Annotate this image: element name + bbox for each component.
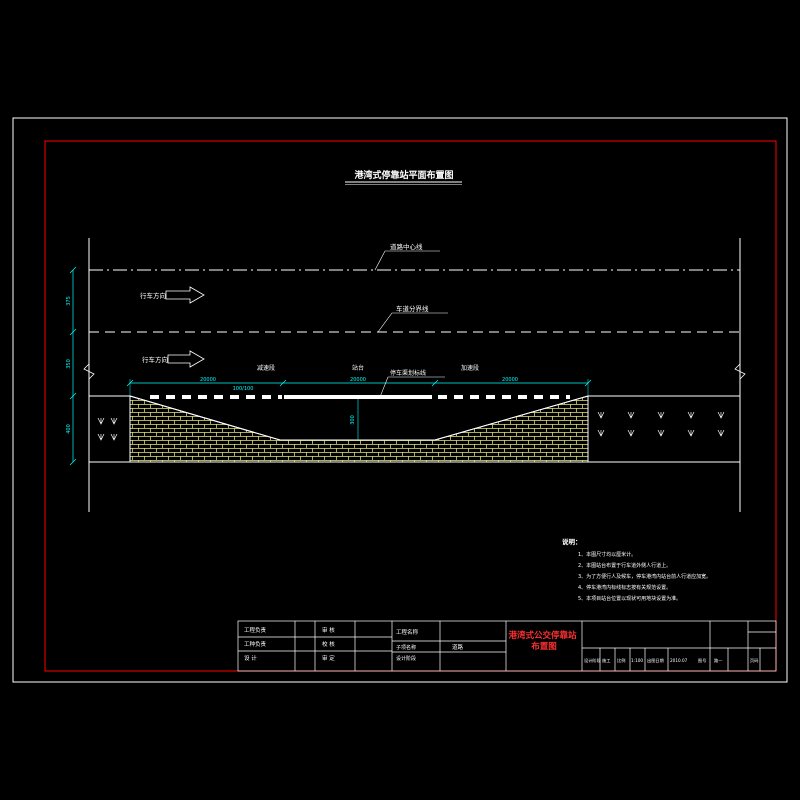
dash-spacing-dim: 100/100: [233, 386, 254, 392]
diagonal-right: [434, 395, 589, 441]
tb-designer: 设 计: [244, 654, 257, 662]
tb-date-key: 出图日期: [647, 657, 664, 664]
tb-date-val: 2010.07: [670, 658, 688, 663]
stop-line-leader: [379, 376, 445, 398]
tb-engineer-in-charge: 工程负责: [244, 626, 267, 634]
note-item: 5、本项目站台位置以现状可用地块设置为准。: [578, 595, 681, 602]
vdim-label-400: 400: [66, 424, 72, 434]
title-block: [237, 620, 777, 672]
grass-symbols-right: [597, 411, 725, 437]
tb-project-name-label: 工程名称: [396, 628, 419, 636]
notes-heading: 说明：: [562, 537, 582, 546]
direction-label-2: 行车方向: [142, 355, 168, 364]
accel-section-label: 加速段: [461, 364, 479, 372]
note-item: 2、本图站台布置于行车道外侧人行道上。: [578, 562, 671, 569]
grass-symbols-left: [97, 417, 118, 441]
vdim-tick-2: [69, 328, 77, 336]
tb-review: 审 核: [322, 626, 335, 634]
note-item: 1、本图尺寸均以厘米计。: [578, 551, 636, 558]
note-item: 4、停车港湾内标线标志按有关规范设置。: [578, 584, 671, 591]
tb-discipline-in-charge: 工种负责: [244, 640, 267, 648]
left-break-mark: [83, 363, 95, 380]
hdim-tick-3: [431, 379, 439, 387]
tb-drawing-title-line2: 布置图: [530, 641, 557, 652]
diagonal-left: [129, 395, 281, 441]
direction-arrow-1: [165, 286, 205, 304]
bay-depth-label: 300: [350, 415, 356, 425]
hdim-tick-2: [279, 379, 287, 387]
outer-frame: [12, 117, 788, 683]
hdim-left-len: 20000: [200, 377, 216, 383]
tb-scale-val: 1:100: [631, 658, 643, 663]
center-line-label: 道路中心线: [390, 242, 423, 251]
tb-scale-key: 比例: [617, 657, 625, 664]
tb-sheet-val: 路—: [714, 657, 722, 664]
tb-design-phase-value: 道路: [452, 643, 464, 651]
vdim-tick-4: [69, 458, 77, 466]
lane-line-label: 车道分界线: [396, 304, 429, 313]
vdim-tick-1: [69, 266, 77, 274]
tb-check: 校 核: [322, 640, 335, 648]
tb-sub-item-label: 子项名称: [396, 644, 416, 651]
decel-section-label: 减速段: [257, 364, 275, 372]
platform-section-label: 站台: [352, 364, 364, 372]
direction-label-1: 行车方向: [140, 291, 166, 300]
vdim-label-350: 350: [66, 359, 72, 369]
hdim-mid-len: 20000: [350, 377, 366, 383]
tb-drawing-title: 港湾式公交停靠站 布置图: [509, 630, 580, 652]
tb-approve: 审 定: [322, 654, 335, 662]
center-line-leader: [374, 250, 440, 271]
tb-sheet-key: 图号: [698, 658, 706, 664]
tb-phase-val: 施工: [602, 657, 610, 664]
tb-design-phase-label: 设计阶段: [396, 655, 416, 662]
direction-arrow-2: [167, 350, 205, 368]
stop-line-label: 停车渠划标线: [390, 369, 426, 377]
tb-drawing-title-text: 港湾式公交停靠站: [509, 630, 578, 641]
vdim-label-375: 375: [66, 296, 72, 306]
hdim-right-len: 20000: [502, 377, 518, 383]
lane-line-leader: [377, 312, 448, 333]
drawing-title: 港湾式停靠站平面布置图: [354, 169, 453, 181]
vdim-tick-3: [69, 392, 77, 400]
tb-page-key: 页码: [750, 657, 758, 664]
right-break-mark: [734, 363, 746, 380]
left-sidewalk-brick: [129, 395, 589, 463]
tb-phase-key: 设计阶段: [584, 657, 602, 664]
note-item: 3、为了方便行人及候车，停车港湾内站台前人行道应加宽。: [578, 573, 711, 580]
